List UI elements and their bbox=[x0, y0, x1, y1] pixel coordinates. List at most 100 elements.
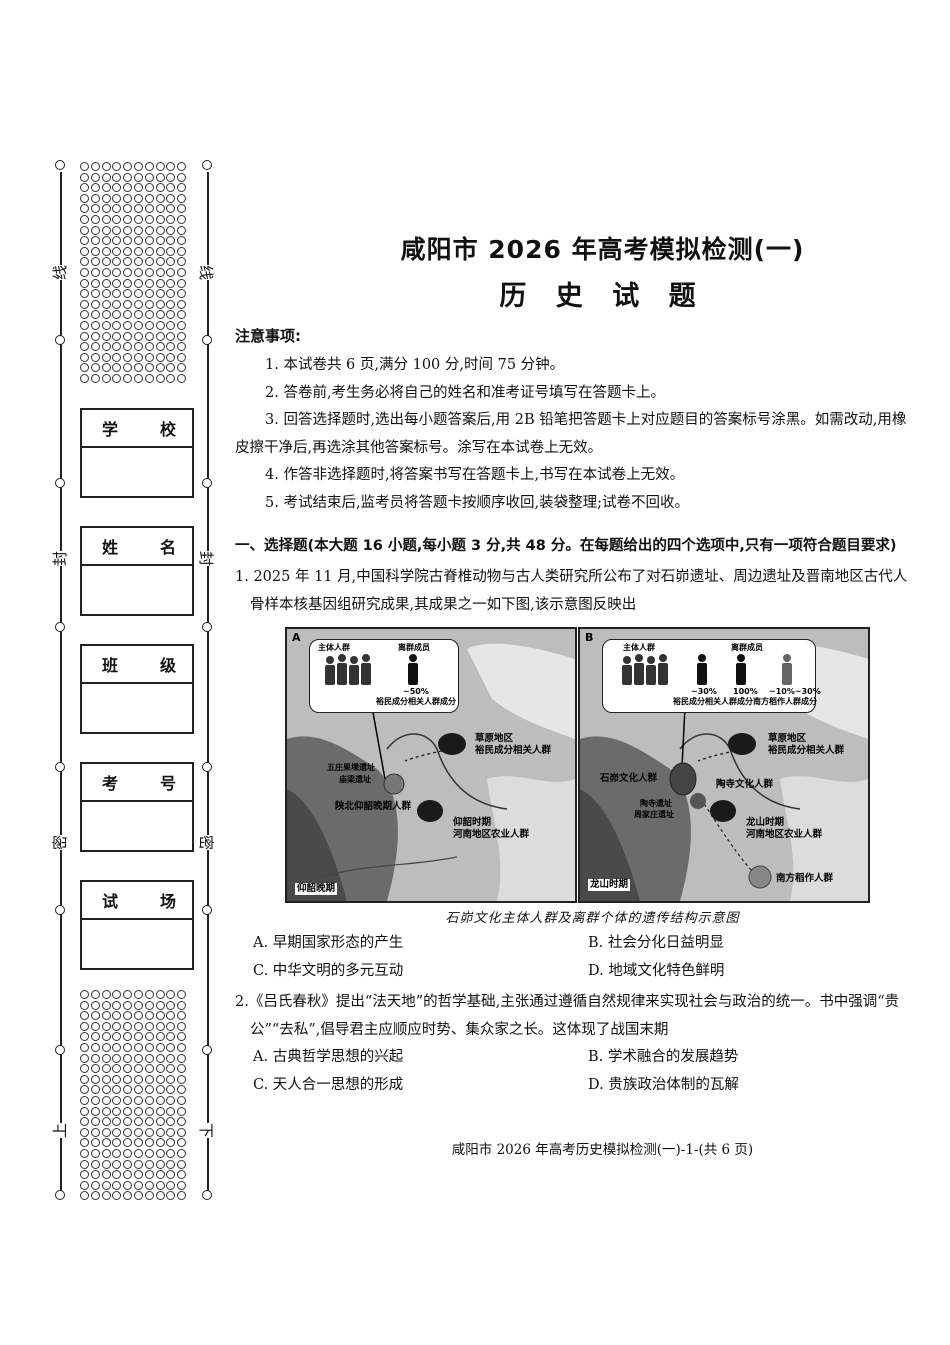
dot-mark bbox=[80, 172, 89, 182]
dot-mark bbox=[90, 1074, 100, 1084]
binding-circle bbox=[55, 905, 65, 915]
dot-mark bbox=[144, 1085, 154, 1095]
legend-outlier-label: 离群成员 bbox=[731, 643, 763, 652]
dot-mark bbox=[177, 1170, 187, 1180]
dot-mark bbox=[155, 352, 165, 362]
dot-mark bbox=[133, 1085, 143, 1095]
dot-mark bbox=[144, 1064, 154, 1074]
dot-mark bbox=[90, 1095, 100, 1105]
dot-mark bbox=[90, 1011, 100, 1021]
map-panel-a: A 主体人群 离群成员 ~50% 裕民成分相关人群成分 bbox=[285, 627, 577, 903]
question-1-stem: 1. 2025 年 11 月,中国科学院古脊椎动物与古人类研究所公布了对石峁遗址… bbox=[235, 569, 908, 613]
dot-mark bbox=[133, 289, 143, 299]
dot-mark bbox=[177, 320, 187, 330]
dot-mark bbox=[133, 278, 143, 288]
dot-mark bbox=[101, 1180, 111, 1190]
dot-mark bbox=[101, 1117, 111, 1127]
dot-mark bbox=[155, 172, 165, 182]
dot-mark bbox=[123, 278, 133, 288]
box-label-char: 试 bbox=[102, 892, 119, 911]
dot-mark bbox=[177, 363, 187, 373]
dot-mark bbox=[101, 1074, 111, 1084]
dot-mark bbox=[101, 1032, 111, 1042]
dot-mark bbox=[123, 162, 133, 171]
dot-mark bbox=[112, 183, 122, 193]
dot-mark bbox=[101, 204, 111, 214]
dot-mark bbox=[144, 257, 154, 267]
dot-mark bbox=[123, 267, 133, 277]
dot-mark bbox=[155, 1000, 165, 1010]
dot-mark bbox=[133, 214, 143, 224]
dot-mark bbox=[166, 990, 176, 999]
binding-circle bbox=[55, 160, 65, 170]
dot-mark bbox=[133, 1117, 143, 1127]
dot-mark bbox=[112, 1021, 122, 1031]
dot-mark bbox=[144, 162, 154, 171]
dot-mark bbox=[123, 214, 133, 224]
dot-mark bbox=[166, 1170, 176, 1180]
exam-room-box[interactable]: 试场 bbox=[80, 880, 194, 970]
dot-mark bbox=[90, 1117, 100, 1127]
dot-mark bbox=[166, 236, 176, 246]
dot-mark bbox=[101, 289, 111, 299]
panel-period-label: 龙山时期 bbox=[588, 879, 631, 891]
dot-mark bbox=[155, 373, 165, 383]
dot-mark bbox=[80, 331, 89, 341]
dot-mark bbox=[177, 310, 187, 320]
dot-mark bbox=[80, 1106, 89, 1116]
dot-mark bbox=[155, 1180, 165, 1190]
binding-circle bbox=[55, 622, 65, 632]
dot-mark bbox=[90, 225, 100, 235]
school-box[interactable]: 学校 bbox=[80, 408, 194, 498]
dot-mark bbox=[90, 331, 100, 341]
dot-mark bbox=[166, 1106, 176, 1116]
dot-mark bbox=[123, 289, 133, 299]
exam-title: 咸阳市 2026 年高考模拟检测(一) bbox=[400, 235, 805, 264]
dot-mark bbox=[144, 172, 154, 182]
dot-mark bbox=[166, 373, 176, 383]
dot-mark bbox=[123, 1191, 133, 1201]
dot-mark bbox=[112, 373, 122, 383]
binding-strip: 线 封 密 上 线 封 密 下 学校 姓名 班级 考号 试场 bbox=[0, 0, 230, 1345]
option-a: A. 早期国家形态的产生 bbox=[253, 935, 404, 951]
dot-mark bbox=[123, 1021, 133, 1031]
dot-mark bbox=[90, 320, 100, 330]
dot-mark bbox=[144, 373, 154, 383]
dot-mark bbox=[101, 1191, 111, 1201]
exam-number-box[interactable]: 考号 bbox=[80, 762, 194, 852]
option-a: A. 古典哲学思想的兴起 bbox=[253, 1049, 404, 1065]
dot-mark bbox=[112, 246, 122, 256]
dot-mark bbox=[101, 267, 111, 277]
dot-mark bbox=[144, 1095, 154, 1105]
option-c: C. 中华文明的多元互动 bbox=[253, 962, 404, 979]
dot-mark bbox=[133, 299, 143, 309]
class-box[interactable]: 班级 bbox=[80, 644, 194, 734]
notice-item: 5. 考试结束后,监考员将答题卡按顺序收回,装袋整理;试卷不回收。 bbox=[265, 494, 690, 511]
dot-mark bbox=[177, 193, 187, 203]
dot-mark bbox=[123, 1064, 133, 1074]
dot-mark bbox=[123, 990, 133, 999]
dot-mark bbox=[133, 331, 143, 341]
dot-mark bbox=[155, 225, 165, 235]
dot-mark bbox=[112, 1085, 122, 1095]
dot-mark bbox=[133, 1106, 143, 1116]
dot-mark bbox=[112, 257, 122, 267]
dot-mark bbox=[123, 1042, 133, 1052]
dot-mark bbox=[133, 1180, 143, 1190]
dot-mark bbox=[80, 162, 89, 171]
dot-mark bbox=[166, 225, 176, 235]
dot-mark bbox=[177, 990, 187, 999]
label-site: 庙梁遗址 bbox=[339, 775, 371, 784]
legend-percent: 100% bbox=[733, 687, 758, 696]
dot-mark bbox=[166, 1095, 176, 1105]
dot-mark bbox=[144, 1159, 154, 1169]
dot-mark bbox=[90, 204, 100, 214]
dot-mark bbox=[123, 1117, 133, 1127]
dot-mark bbox=[112, 310, 122, 320]
dot-mark bbox=[133, 1053, 143, 1063]
name-box[interactable]: 姓名 bbox=[80, 526, 194, 616]
dot-mark bbox=[144, 310, 154, 320]
dot-mark bbox=[166, 267, 176, 277]
dot-mark bbox=[166, 1000, 176, 1010]
dot-mark bbox=[177, 1042, 187, 1052]
